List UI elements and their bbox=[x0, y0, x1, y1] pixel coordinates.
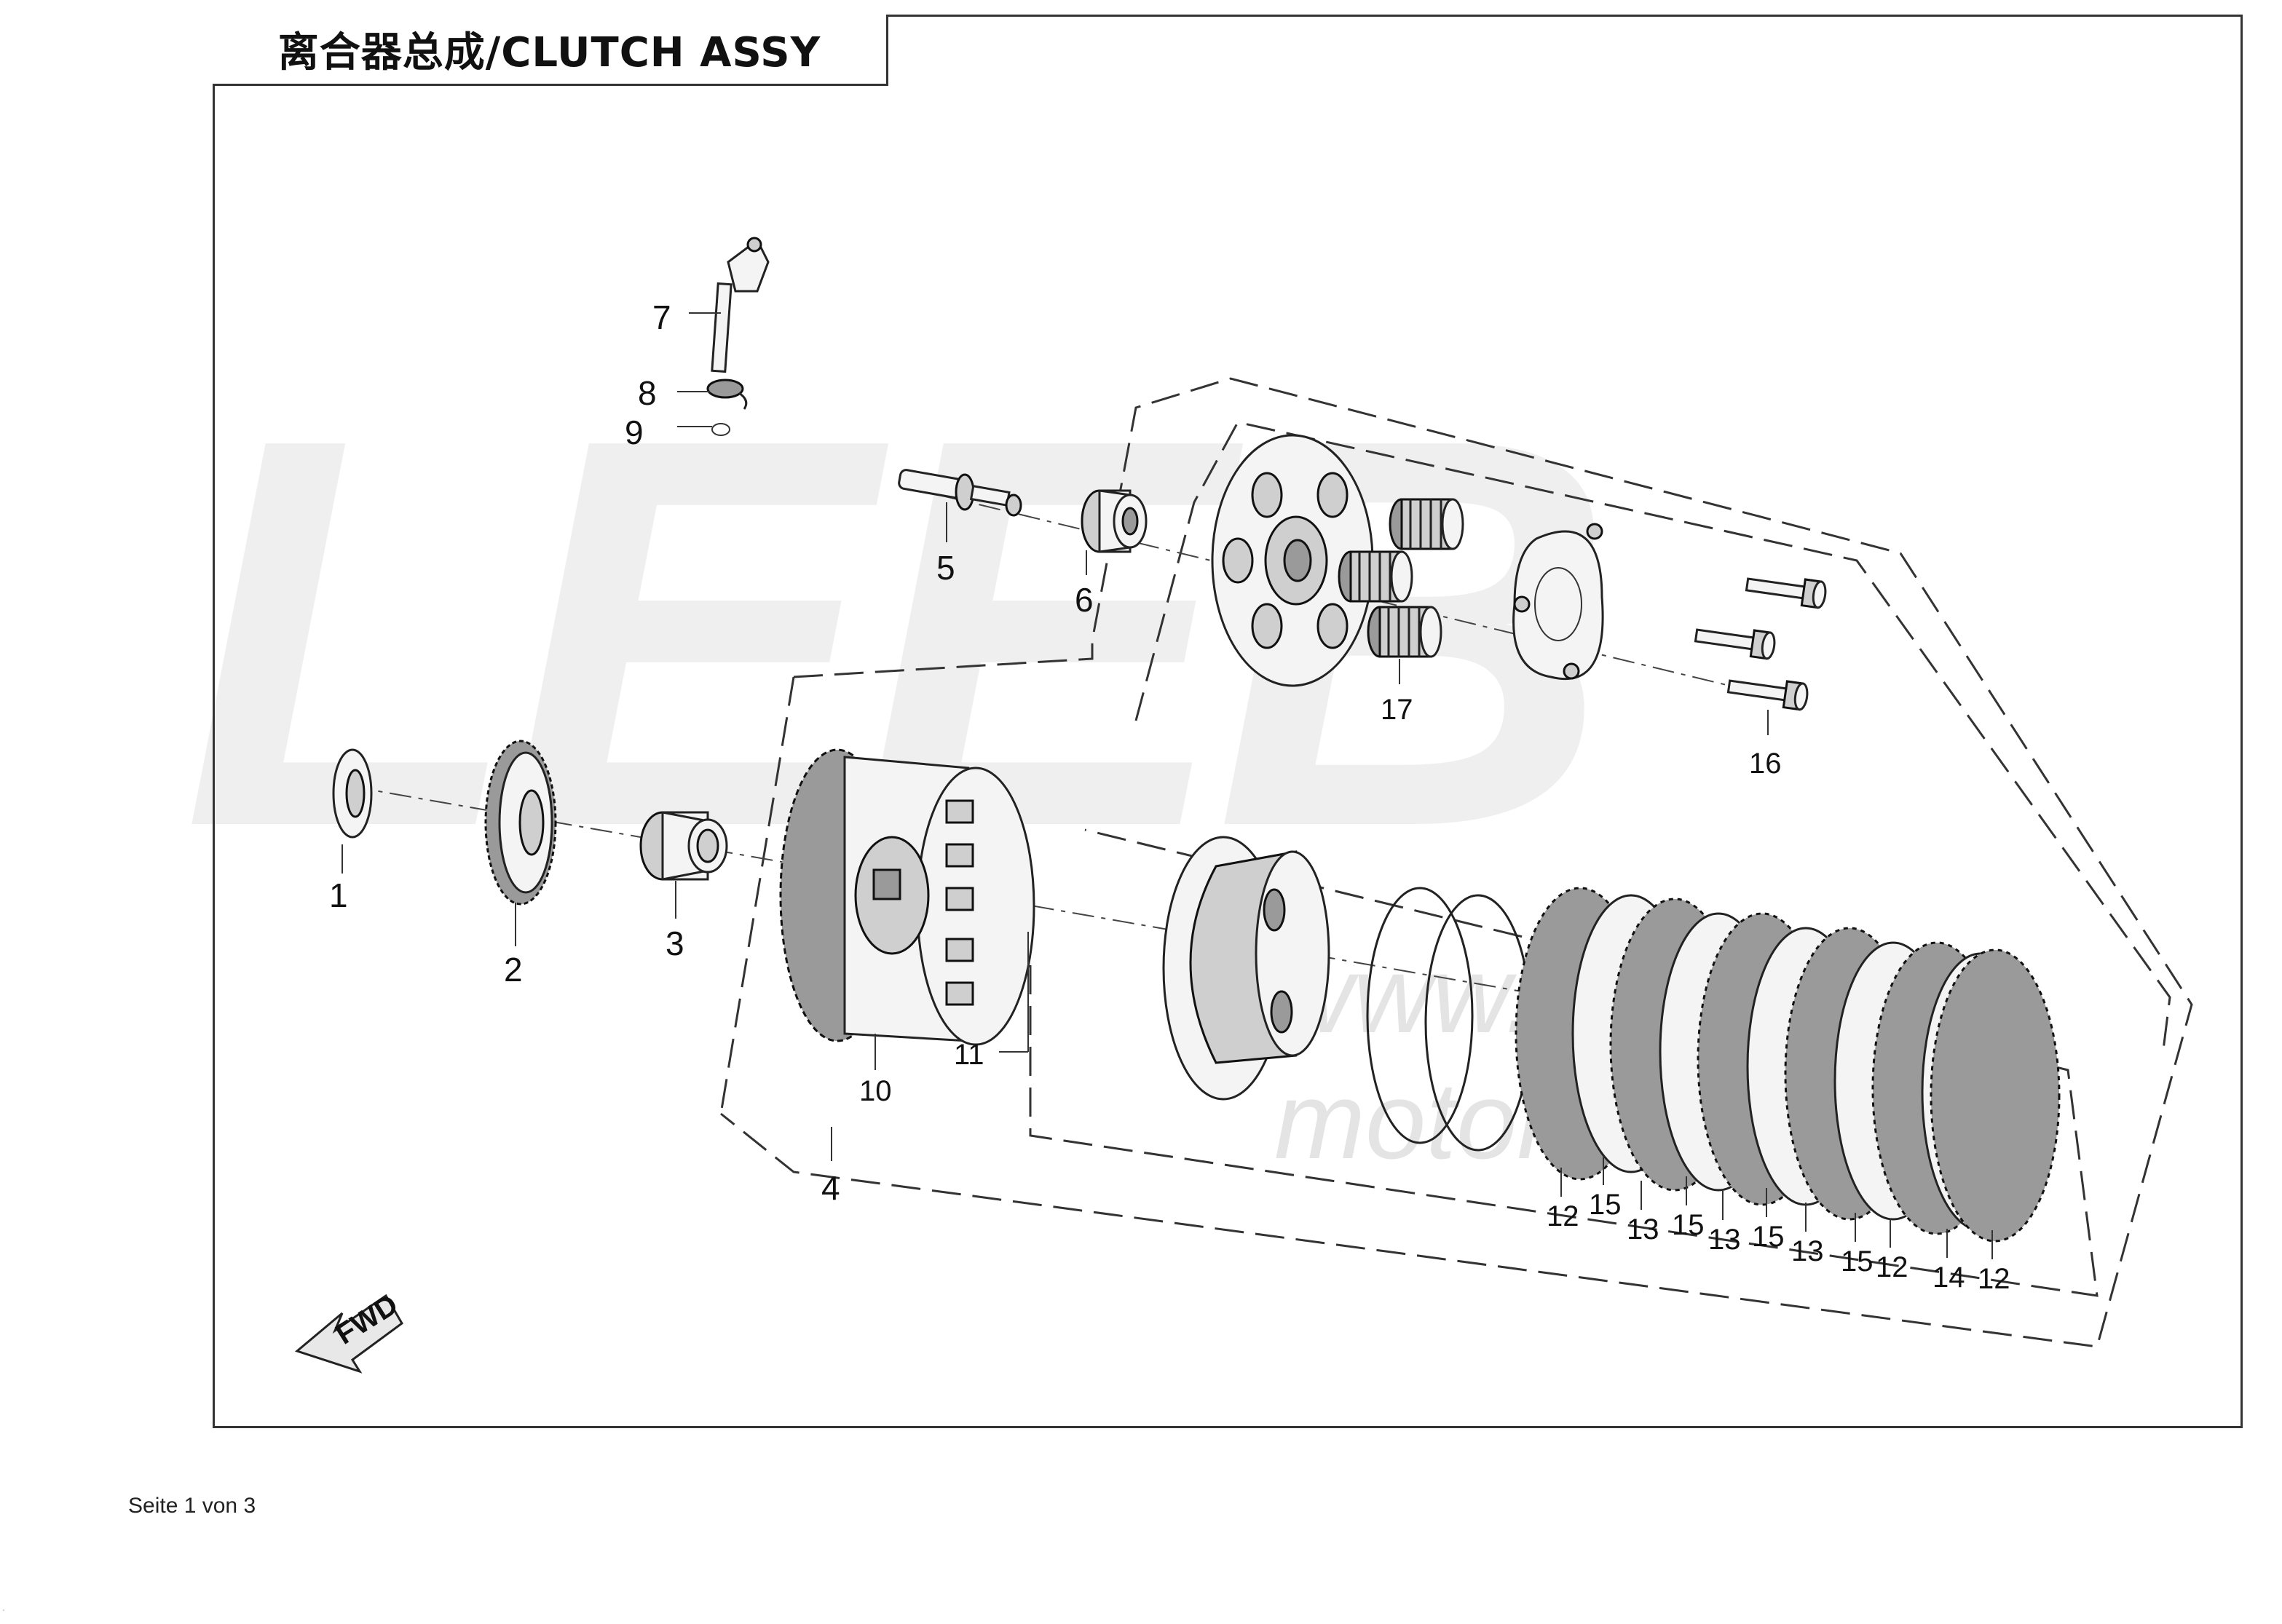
shaft-part-7 bbox=[711, 237, 770, 373]
plate-callout: 12 bbox=[1978, 1263, 2010, 1295]
bearing-part-6 bbox=[1081, 489, 1148, 553]
fwd-arrow-icon: FWD bbox=[294, 1288, 403, 1374]
bushing-part-3 bbox=[639, 811, 728, 881]
page-footer: Seite 1 von 3 bbox=[128, 1494, 256, 1518]
plate-callout: 12 bbox=[1547, 1200, 1579, 1232]
callout-9: 9 bbox=[625, 413, 644, 451]
washer-part-9 bbox=[711, 423, 730, 436]
axis-upper bbox=[939, 494, 1785, 700]
push-rod-part-5 bbox=[898, 469, 1022, 517]
spring-part-8 bbox=[706, 379, 748, 410]
callout-10: 10 bbox=[859, 1075, 892, 1107]
callout-16: 16 bbox=[1749, 748, 1782, 780]
callout-4: 4 bbox=[821, 1169, 840, 1207]
group-outline-4-left bbox=[719, 676, 795, 1114]
callout-5: 5 bbox=[936, 549, 955, 587]
callout-2: 2 bbox=[504, 951, 523, 989]
leader-lines bbox=[341, 312, 1769, 1161]
plate-callout: 15 bbox=[1841, 1245, 1874, 1278]
plate-callout: 15 bbox=[1752, 1221, 1785, 1253]
plate-callout: 15 bbox=[1672, 1209, 1705, 1241]
clutch-center-hub bbox=[1162, 836, 1330, 1101]
callout-11: 11 bbox=[954, 1039, 984, 1071]
plate-callout: 13 bbox=[1791, 1235, 1824, 1267]
bolt-part-16 bbox=[1694, 577, 1827, 711]
callout-7: 7 bbox=[652, 298, 671, 336]
plate-callout: 14 bbox=[1932, 1261, 1965, 1294]
retainer-plate bbox=[1512, 523, 1604, 681]
spring-part-17 bbox=[1338, 498, 1464, 658]
callout-1: 1 bbox=[329, 876, 348, 914]
plate-callout: 15 bbox=[1589, 1189, 1622, 1221]
group-outline-17 bbox=[1134, 421, 2171, 1056]
plate-callout: 12 bbox=[1876, 1251, 1908, 1283]
clutch-housing-part-10 bbox=[779, 748, 1035, 1046]
gear-part-2 bbox=[484, 740, 557, 906]
callout-8: 8 bbox=[638, 374, 657, 412]
callout-3: 3 bbox=[666, 924, 684, 962]
diagram-title: 离合器总成/CLUTCH ASSY bbox=[277, 29, 821, 76]
plate-callout: 13 bbox=[1708, 1224, 1741, 1256]
diagram-frame bbox=[213, 15, 2243, 1428]
clutch-plate-stack bbox=[1515, 887, 2061, 1243]
group-outline-4 bbox=[720, 377, 2193, 1348]
plate-callout: 13 bbox=[1627, 1213, 1659, 1245]
callout-6: 6 bbox=[1075, 581, 1094, 619]
callout-17: 17 bbox=[1381, 694, 1413, 726]
wire-ring-pair bbox=[1366, 887, 1532, 1152]
washer-part-1 bbox=[332, 748, 373, 839]
corner-mark: ' bbox=[3, 1609, 4, 1617]
pressure-plate bbox=[1211, 434, 1374, 687]
title-box: 离合器总成/CLUTCH ASSY bbox=[213, 15, 888, 86]
